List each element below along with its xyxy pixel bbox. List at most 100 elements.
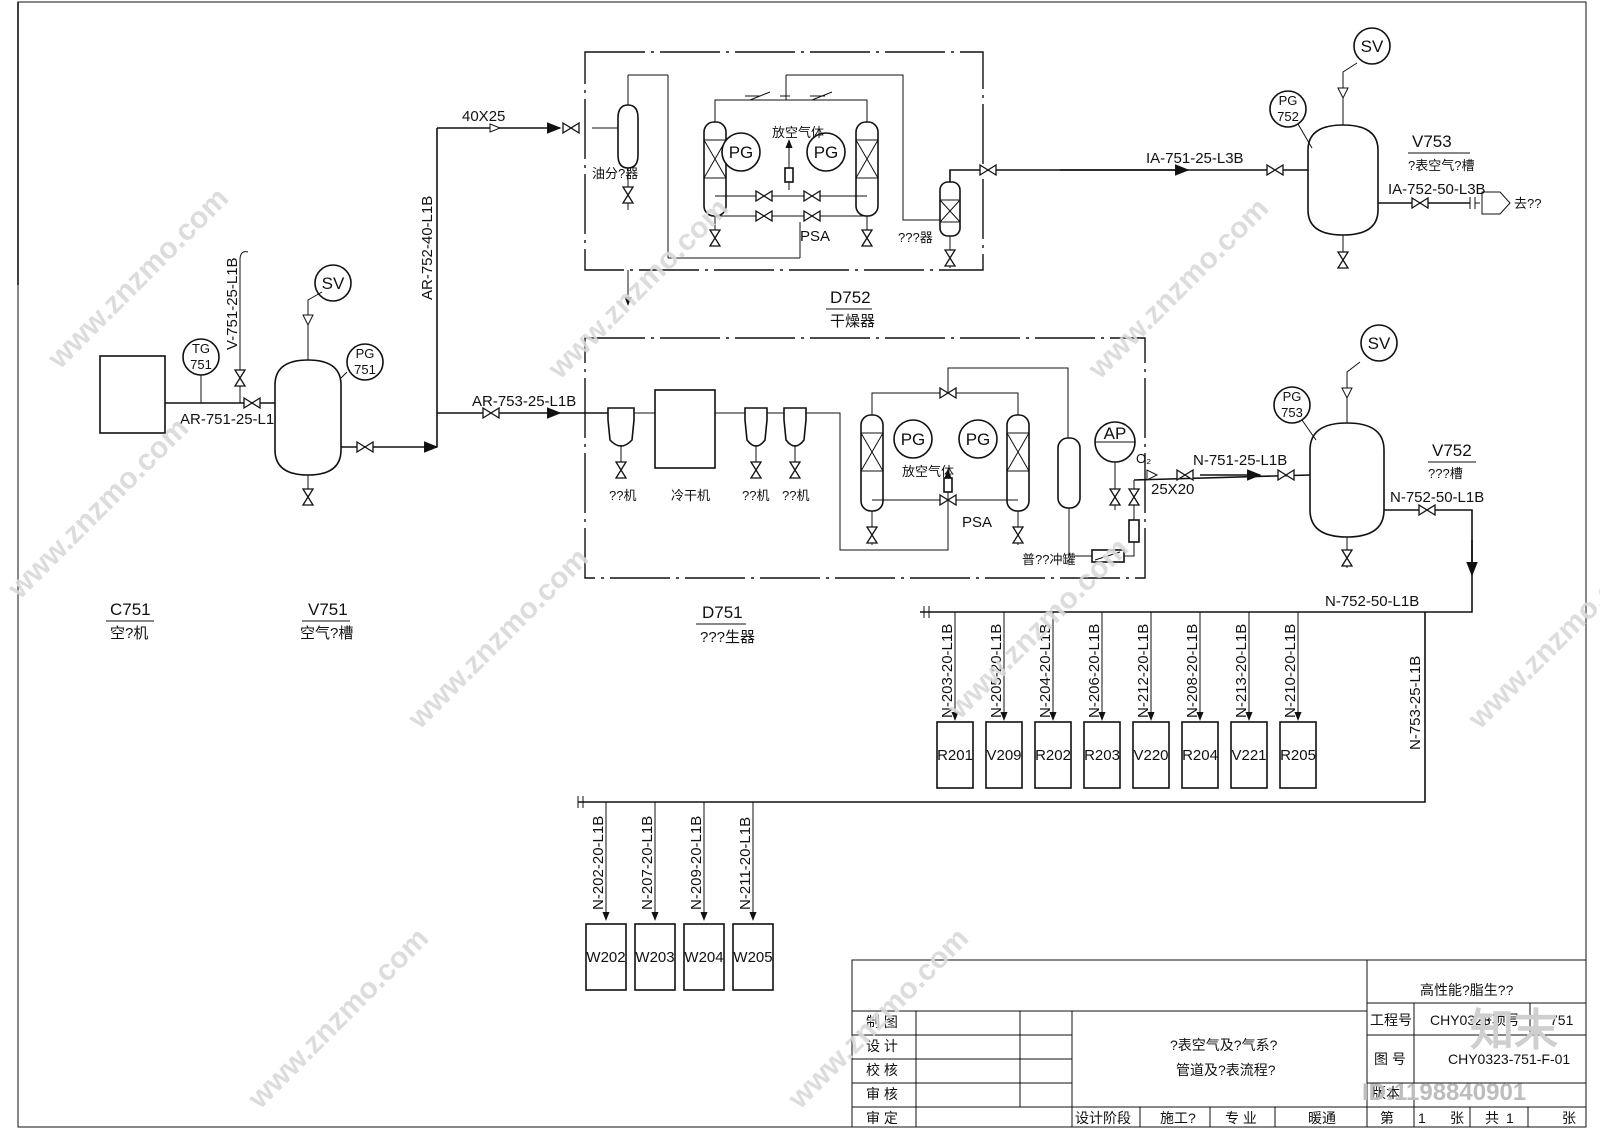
sv-v751 bbox=[314, 264, 352, 302]
line-n752b: N-752-50-L1B bbox=[1325, 593, 1419, 610]
tb-role: 制 图 bbox=[866, 1014, 898, 1030]
branch-bottom-eq-label: W203 bbox=[635, 949, 674, 966]
oil-separator bbox=[617, 104, 639, 169]
branch-top-7: N-210-20-L1B R205 bbox=[1279, 612, 1317, 789]
pg752-gauge bbox=[1269, 90, 1307, 128]
branch-top-eq-label: R201 bbox=[937, 747, 973, 764]
sv-v751-label: SV bbox=[322, 274, 345, 293]
branch-top-line: N-203-20-L1B bbox=[939, 624, 956, 718]
pg-d751-right-label: PG bbox=[966, 430, 991, 449]
valve-d752-b3 bbox=[755, 210, 773, 222]
branch-top-1: N-205-20-L1B V209 bbox=[985, 612, 1023, 789]
tag-c751: C751 bbox=[110, 600, 151, 619]
branch-top-eq-label: V220 bbox=[1133, 747, 1168, 764]
tb-subitem-label: 子项号 bbox=[1478, 1012, 1520, 1028]
branch-top-line: N-205-20-L1B bbox=[988, 624, 1005, 718]
tag-v751: V751 bbox=[308, 600, 348, 619]
tag-v753: V753 bbox=[1412, 132, 1452, 151]
branch-bottom-eq-label: W205 bbox=[733, 949, 772, 966]
branch-top-eq-label: V221 bbox=[1231, 747, 1266, 764]
tb-company: 高性能?脂生?? bbox=[1420, 982, 1514, 998]
branch-top-eq-label: R203 bbox=[1084, 747, 1120, 764]
branch-top-equipment bbox=[1279, 721, 1317, 789]
watermark-site: www.znzmo.com bbox=[1, 412, 195, 606]
label-vent-d752: 放空气体 bbox=[772, 125, 824, 140]
valve-v752-drain bbox=[1341, 549, 1353, 567]
name-c751: 空?机 bbox=[110, 625, 148, 642]
valve-d752-out bbox=[979, 164, 997, 176]
tb-project-no-label: 工程号 bbox=[1370, 1012, 1412, 1028]
valve-d752-in bbox=[562, 122, 580, 134]
tb-total: 共 bbox=[1485, 1110, 1499, 1126]
tb-subitem: 751 bbox=[1550, 1012, 1574, 1028]
sv-v753-label: SV bbox=[1361, 37, 1384, 56]
branch-bottom-0: N-202-20-L1B W202 bbox=[585, 802, 627, 991]
tb-drawing-no: CHY0323-751-F-01 bbox=[1448, 1051, 1570, 1067]
tb-major-label: 专 业 bbox=[1225, 1110, 1257, 1126]
branch-top-line: N-213-20-L1B bbox=[1233, 624, 1250, 718]
branch-bottom-line: N-209-20-L1B bbox=[688, 816, 705, 910]
nitrogen-buffer bbox=[1057, 437, 1081, 509]
tb-sheet-no: 1 bbox=[1418, 1110, 1426, 1126]
branch-bottom-3: N-211-20-L1B W205 bbox=[732, 802, 774, 991]
label-filter-3: ??机 bbox=[782, 488, 809, 503]
tb-title1: ?表空气及?气系? bbox=[1170, 1037, 1278, 1053]
reducer-25x20: 25X20 bbox=[1151, 481, 1194, 498]
valve-v753-in bbox=[1266, 164, 1284, 176]
tag-v752: V752 bbox=[1432, 441, 1472, 460]
reducer-40x25: 40X25 bbox=[462, 108, 505, 125]
label-o2: O₂ bbox=[1136, 451, 1151, 466]
branch-top-line: N-206-20-L1B bbox=[1086, 624, 1103, 718]
label-prefilter: ??机 bbox=[609, 488, 636, 503]
psa-tower-left bbox=[860, 414, 884, 512]
watermark-site: www.znzmo.com bbox=[541, 192, 735, 386]
line-n751: N-751-25-L1B bbox=[1193, 452, 1287, 469]
label-filter-d752: ???器 bbox=[898, 230, 933, 245]
branch-top-eq-label: R204 bbox=[1182, 747, 1218, 764]
branch-top-line: N-204-20-L1B bbox=[1037, 624, 1054, 718]
sv-v753 bbox=[1353, 27, 1391, 65]
sv-v752 bbox=[1360, 324, 1398, 362]
tb-role: 审 定 bbox=[866, 1110, 898, 1126]
tb-total-no: 1 bbox=[1506, 1110, 1514, 1126]
label-psa-d751: PSA bbox=[962, 514, 992, 531]
watermark-site: www.znzmo.com bbox=[401, 542, 595, 736]
valve-d752-b1 bbox=[755, 190, 773, 202]
tb-project-no: CHY0323 bbox=[1430, 1012, 1491, 1028]
valve-prefilter-drain bbox=[615, 461, 627, 479]
name-v753: ?表空气?槽 bbox=[1408, 158, 1474, 173]
valve-v753-drain bbox=[1337, 251, 1349, 269]
pg-d752-left bbox=[721, 132, 761, 172]
tb-title2: 管道及?表流程? bbox=[1176, 1062, 1276, 1078]
tb-role: 审 核 bbox=[866, 1086, 898, 1102]
valve-v751-out bbox=[356, 441, 374, 453]
branch-top-6: N-213-20-L1B V221 bbox=[1230, 612, 1268, 789]
drawing-border bbox=[17, 1, 1587, 1128]
line-n753: N-753-25-L1B bbox=[1407, 656, 1424, 750]
branch-top-3: N-206-20-L1B R203 bbox=[1083, 612, 1121, 789]
name-d752: 干燥器 bbox=[830, 313, 875, 330]
branch-top-5: N-208-20-L1B R204 bbox=[1181, 612, 1219, 789]
package-d751 bbox=[584, 337, 1146, 579]
pg753-label-b: 753 bbox=[1281, 405, 1303, 420]
line-ar753: AR-753-25-L1B bbox=[472, 393, 576, 410]
pg752-label-b: 752 bbox=[1277, 109, 1299, 124]
label-buffer: 普??冲罐 bbox=[1022, 552, 1075, 567]
line-v751: V-751-25-L1B bbox=[224, 257, 241, 350]
watermark-id: ID:1198840901 bbox=[1362, 1079, 1526, 1106]
name-v752: ???槽 bbox=[1428, 466, 1463, 481]
line-ia751: IA-751-25-L3B bbox=[1146, 150, 1244, 167]
valve-psa-left-drain bbox=[866, 526, 878, 544]
branch-top-eq-label: R205 bbox=[1280, 747, 1316, 764]
vessel-v751 bbox=[274, 359, 342, 476]
watermark-logo: 知末 bbox=[1470, 1006, 1558, 1055]
valve-filter2-drain bbox=[750, 461, 762, 479]
tb-zhang2: 张 bbox=[1562, 1110, 1576, 1126]
watermark-site: www.znzmo.com bbox=[1081, 192, 1275, 386]
valve-oilsep-drain bbox=[622, 186, 634, 204]
branch-top-equipment bbox=[985, 721, 1023, 789]
valve-filter3-drain bbox=[789, 461, 801, 479]
branch-bottom-line: N-211-20-L1B bbox=[737, 817, 754, 910]
valve-d752-b2 bbox=[803, 190, 821, 202]
tag-d752: D752 bbox=[830, 288, 871, 307]
